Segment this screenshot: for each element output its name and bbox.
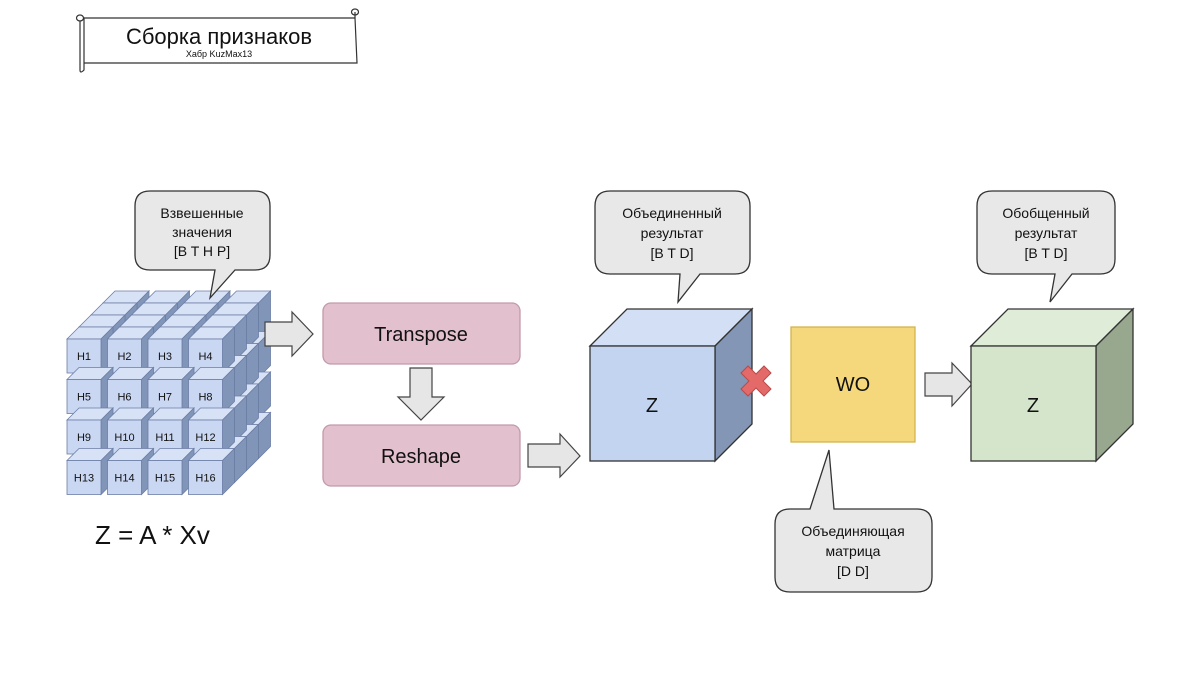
- head-label: H7: [158, 392, 172, 404]
- head-label: H9: [77, 432, 91, 444]
- head-label: H5: [77, 392, 91, 404]
- title-text: Сборка признаков: [126, 24, 312, 49]
- head-cube: H16: [187, 447, 236, 496]
- cube-z-green: Z: [969, 307, 1135, 463]
- head-cube: H4: [187, 326, 236, 374]
- arrow-to-green-cube: [924, 361, 973, 408]
- head-cube: H8: [187, 366, 236, 415]
- head-label: H2: [117, 351, 131, 363]
- callout-matrix-line1: Объединяющая: [801, 523, 904, 539]
- head-label: H4: [198, 351, 212, 363]
- head-label: H8: [198, 392, 212, 404]
- head-label: H14: [114, 473, 134, 485]
- head-label: H16: [195, 473, 215, 485]
- wo-matrix: WO: [790, 326, 916, 443]
- head-label: H15: [155, 473, 175, 485]
- head-cube: H1: [66, 326, 114, 374]
- wo-label: WO: [836, 374, 870, 396]
- multiply-cross-icon: [740, 365, 772, 397]
- callout-matrix-line2: матрица: [826, 543, 881, 559]
- transpose-box: Transpose: [322, 302, 521, 365]
- callout-weighted-line2: значения: [172, 224, 232, 240]
- callout-combined-line2: результат: [641, 225, 704, 241]
- head-cube: H13: [66, 447, 114, 496]
- callout-merging-matrix: Объединяющая матрица [D D]: [774, 449, 933, 593]
- head-cube: H9: [66, 407, 114, 455]
- head-cube: H15: [147, 447, 195, 496]
- head-cube: H14: [106, 447, 155, 496]
- head-cube: H3: [147, 326, 195, 374]
- cube-z-green-label: Z: [1027, 395, 1039, 417]
- subtitle-text: Хабр KuzMax13: [186, 49, 252, 59]
- callout-matrix-line3: [D D]: [837, 563, 869, 579]
- callout-generalized-line3: [B T D]: [1024, 245, 1067, 261]
- head-cube: H11: [147, 407, 195, 455]
- title-scroll: Сборка признаков Хабр KuzMax13: [75, 8, 360, 73]
- head-label: H11: [155, 432, 174, 444]
- head-label: H13: [74, 473, 94, 485]
- callout-combined-line1: Объединенный: [622, 205, 722, 221]
- callout-combined-line3: [B T D]: [650, 245, 693, 261]
- head-label: H12: [195, 432, 215, 444]
- head-cube: H5: [66, 366, 114, 415]
- cube-z-blue: Z: [588, 307, 754, 463]
- arrow-to-blue-cube: [527, 432, 581, 479]
- callout-weighted-line3: [B T H P]: [174, 243, 230, 259]
- reshape-label: Reshape: [381, 446, 461, 468]
- head-label: H10: [114, 432, 134, 444]
- callout-combined-result: Объединенный результат [B T D]: [594, 190, 751, 305]
- head-cube: H7: [147, 366, 195, 415]
- head-cube: H12: [187, 407, 236, 455]
- head-label: H1: [77, 351, 91, 363]
- head-cube: H10: [106, 407, 155, 455]
- arrow-down-to-reshape: [396, 367, 446, 421]
- callout-weighted-line1: Взвешенные: [160, 205, 243, 221]
- reshape-box: Reshape: [322, 424, 521, 487]
- callout-generalized-result: Обобщенный результат [B T D]: [976, 190, 1116, 303]
- cube-z-blue-label: Z: [646, 395, 658, 417]
- head-cube: H6: [106, 366, 155, 415]
- callout-weighted-values: Взвешенные значения [B T H P]: [134, 190, 271, 301]
- callout-generalized-line2: результат: [1015, 225, 1078, 241]
- head-cube: H2: [106, 326, 155, 374]
- transpose-label: Transpose: [374, 324, 468, 346]
- callout-generalized-line1: Обобщенный: [1002, 205, 1089, 221]
- formula-text: Z = A * Xv: [95, 520, 210, 550]
- head-label: H3: [158, 351, 172, 363]
- head-label: H6: [117, 392, 131, 404]
- arrow-to-transpose: [264, 310, 314, 358]
